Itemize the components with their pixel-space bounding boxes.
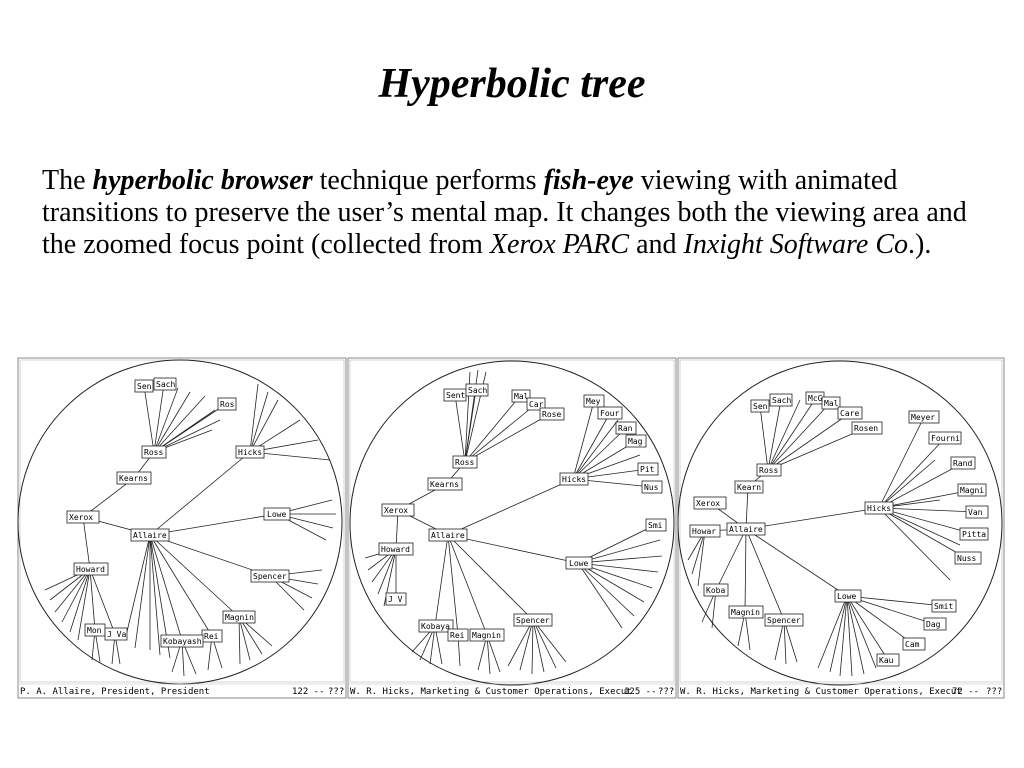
tree-node-labels: Sen Sach McG Mal Care Meyer Rosen Fourni… <box>689 391 989 667</box>
slide-paragraph: The hyperbolic browser technique perform… <box>42 165 987 261</box>
svg-text:Magni: Magni <box>960 486 984 495</box>
tree-edges <box>364 369 663 675</box>
svg-text:Kearns: Kearns <box>430 480 459 489</box>
hyperbolic-disk <box>349 360 675 686</box>
tree-edges <box>687 397 978 677</box>
svg-text:Dag: Dag <box>926 620 941 629</box>
svg-text:Xerox: Xerox <box>384 506 408 515</box>
tree-panel-2[interactable]: Sent Sach Mal Car Rose Mey Four Ran Mag … <box>347 357 677 699</box>
svg-text:Koba: Koba <box>706 586 725 595</box>
svg-text:Rosen: Rosen <box>854 424 878 433</box>
svg-text:Meyer: Meyer <box>911 413 935 422</box>
svg-text:Mag: Mag <box>628 437 643 446</box>
svg-text:Pit: Pit <box>640 465 655 474</box>
svg-text:Van: Van <box>968 508 983 517</box>
svg-text:Kobayash: Kobayash <box>163 637 202 646</box>
tree-node-labels: Sent Sach Mal Car Rose Mey Four Ran Mag … <box>378 383 667 642</box>
svg-text:Fourni: Fourni <box>931 434 960 443</box>
para-emphasis: hyperbolic browser <box>92 165 313 196</box>
svg-text:Hicks: Hicks <box>562 475 586 484</box>
svg-text:Hicks: Hicks <box>867 504 891 513</box>
svg-text:Rand: Rand <box>953 459 972 468</box>
svg-text:Sach: Sach <box>468 386 487 395</box>
para-emphasis: fish-eye <box>543 165 634 196</box>
svg-text:Allaire: Allaire <box>431 531 465 540</box>
tree-node-labels: Sen Sach Ros Ross Hicks Kearns Xerox Low… <box>66 377 291 648</box>
svg-text:Magnin: Magnin <box>472 631 501 640</box>
svg-text:Rose: Rose <box>542 410 561 419</box>
svg-text:Car: Car <box>529 400 544 409</box>
svg-text:Kearn: Kearn <box>737 483 761 492</box>
svg-text:Nuss: Nuss <box>957 554 976 563</box>
svg-text:Lowe: Lowe <box>837 592 856 601</box>
svg-text:Kearns: Kearns <box>119 474 148 483</box>
svg-text:Ross: Ross <box>144 448 163 457</box>
svg-text:Four: Four <box>600 409 619 418</box>
svg-text:Allaire: Allaire <box>729 525 763 534</box>
svg-text:McG: McG <box>808 394 823 403</box>
svg-text:Allaire: Allaire <box>133 531 167 540</box>
svg-text:Spencer: Spencer <box>767 616 801 625</box>
para-text: viewing with animated transitions to pre… <box>42 165 967 260</box>
status-bar-unknown: ??? <box>328 687 344 697</box>
svg-text:Cam: Cam <box>905 640 920 649</box>
svg-text:Magnin: Magnin <box>731 608 760 617</box>
status-bar-count: 122 -- <box>292 687 325 697</box>
tree-panel-3[interactable]: Sen Sach McG Mal Care Meyer Rosen Fourni… <box>677 357 1005 699</box>
svg-text:Pitta: Pitta <box>962 530 986 539</box>
svg-text:Sent: Sent <box>446 391 465 400</box>
svg-text:Nus: Nus <box>644 483 659 492</box>
svg-text:J V: J V <box>388 595 403 604</box>
svg-text:Ross: Ross <box>455 458 474 467</box>
para-text: and <box>629 229 684 260</box>
svg-text:Sen: Sen <box>753 402 768 411</box>
svg-text:Xerox: Xerox <box>696 499 720 508</box>
svg-text:Sach: Sach <box>156 380 175 389</box>
tree-panel-1[interactable]: Sen Sach Ros Ross Hicks Kearns Xerox Low… <box>17 357 347 699</box>
status-bar-name: W. R. Hicks, Marketing & Customer Operat… <box>680 687 962 697</box>
svg-text:Mal: Mal <box>824 399 839 408</box>
status-bar-name: P. A. Allaire, President, President <box>20 687 210 697</box>
para-text: .). <box>908 229 932 260</box>
status-bar-count: 72 -- <box>952 687 979 697</box>
svg-text:Sach: Sach <box>772 396 791 405</box>
svg-text:Hicks: Hicks <box>238 448 262 457</box>
para-text: technique performs <box>312 165 544 196</box>
para-italic: Inxight Software Co <box>683 229 909 260</box>
svg-text:Mon: Mon <box>87 626 102 635</box>
svg-text:Spencer: Spencer <box>516 616 550 625</box>
svg-text:Rei: Rei <box>204 632 219 641</box>
svg-text:Spencer: Spencer <box>253 572 287 581</box>
para-text: The <box>42 165 93 196</box>
slide-title: Hyperbolic tree <box>378 61 646 107</box>
svg-text:Kau: Kau <box>879 656 894 665</box>
svg-text:Smit: Smit <box>934 602 953 611</box>
svg-text:Ros: Ros <box>220 400 235 409</box>
svg-text:Ross: Ross <box>759 466 778 475</box>
svg-text:Kobaya: Kobaya <box>421 622 450 631</box>
svg-text:Lowe: Lowe <box>267 510 286 519</box>
svg-text:Rei: Rei <box>450 631 465 640</box>
svg-text:Howard: Howard <box>76 565 105 574</box>
para-italic: Xerox PARC <box>489 229 630 260</box>
svg-text:Xerox: Xerox <box>69 513 93 522</box>
svg-text:J Va: J Va <box>107 630 126 639</box>
svg-text:Mal: Mal <box>514 392 529 401</box>
svg-text:Lowe: Lowe <box>569 559 588 568</box>
svg-text:Howar: Howar <box>692 527 716 536</box>
status-bar-name: W. R. Hicks, Marketing & Customer Operat… <box>350 687 632 697</box>
svg-text:Howard: Howard <box>381 545 410 554</box>
hyperbolic-disk <box>677 360 1003 686</box>
svg-text:Mey: Mey <box>586 397 601 406</box>
svg-text:Magnin: Magnin <box>225 613 254 622</box>
status-bar-unknown: ??? <box>658 687 674 697</box>
status-bar-count: 125 -- <box>624 687 657 697</box>
svg-text:Ran: Ran <box>618 424 633 433</box>
svg-text:Care: Care <box>840 409 859 418</box>
svg-text:Smi: Smi <box>648 521 663 530</box>
svg-text:Sen: Sen <box>137 382 152 391</box>
status-bar-unknown: ??? <box>986 687 1002 697</box>
